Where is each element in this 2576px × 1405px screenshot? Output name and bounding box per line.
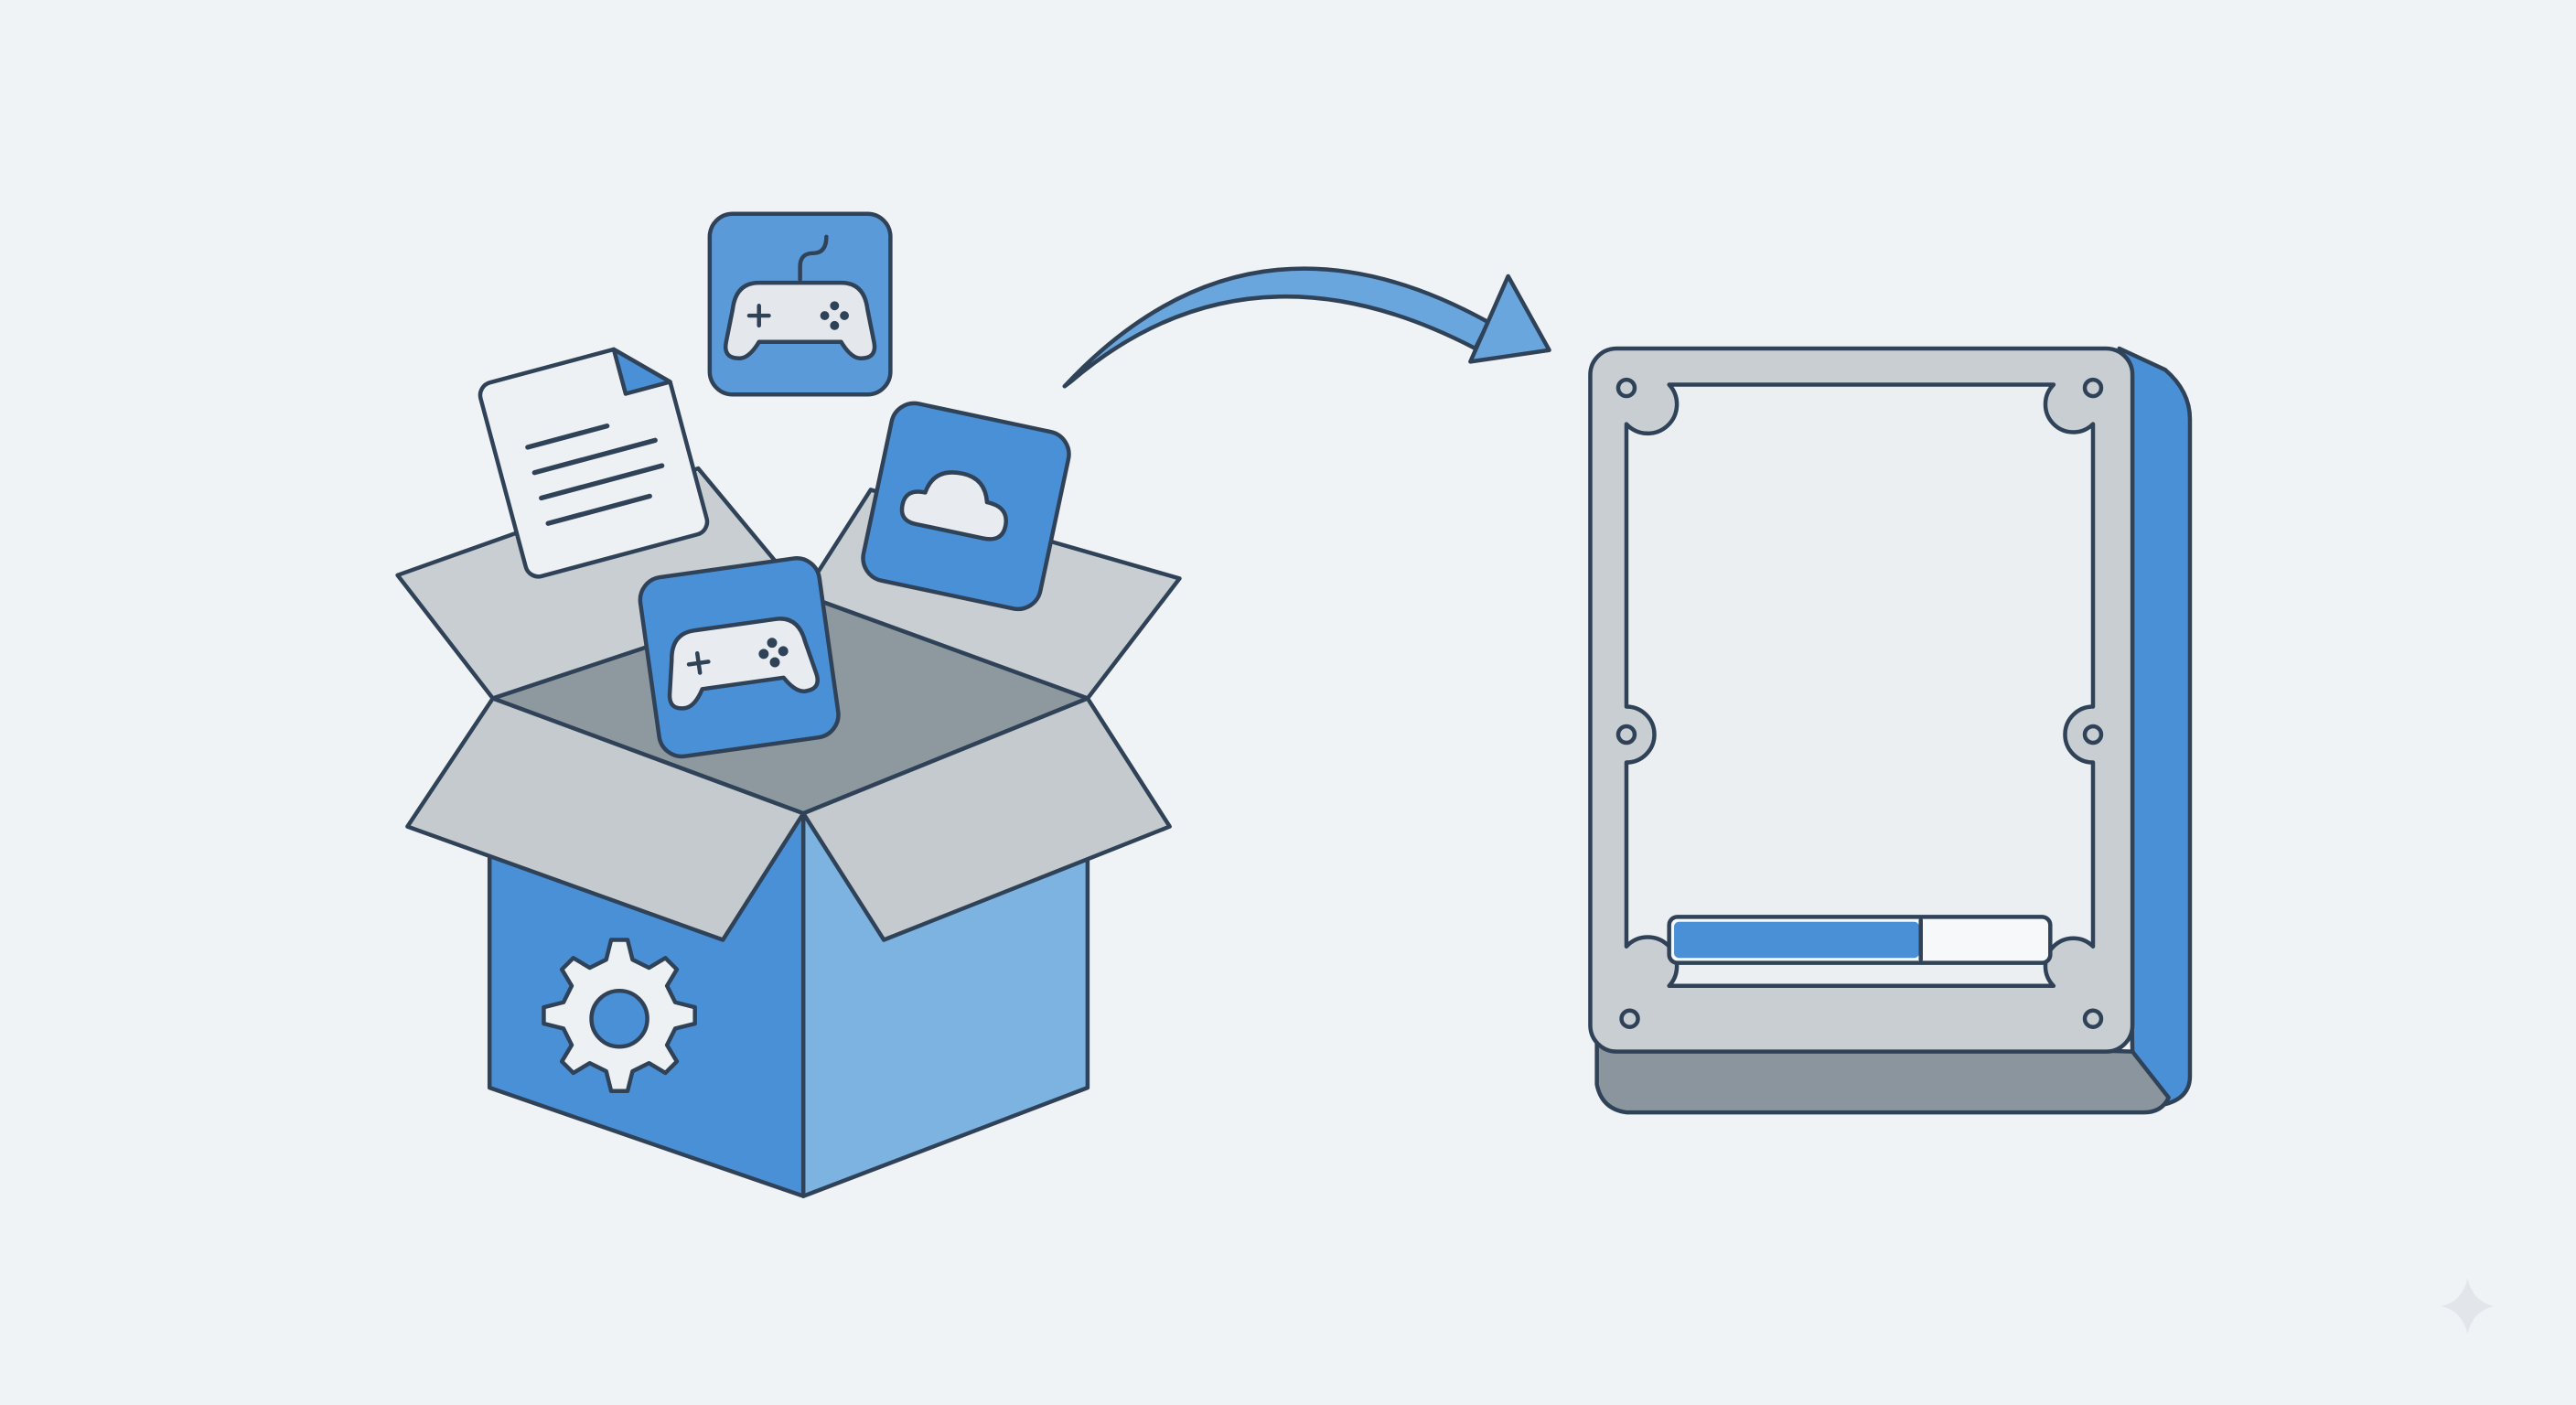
- drive-side: [2117, 346, 2193, 1107]
- gear-icon: [542, 938, 697, 1093]
- drive-progress-fill: [1674, 921, 1919, 959]
- drive-icon: [1588, 346, 2193, 1115]
- gamepad-card-top: [707, 211, 893, 397]
- cloud-icon: [899, 470, 1008, 542]
- document-icon: [525, 423, 665, 526]
- document-card: [478, 347, 710, 579]
- arrow-icon: [1062, 266, 1551, 389]
- drive-panel: [1624, 382, 2096, 989]
- box-front-left-flap: [405, 696, 806, 942]
- drive-screws: [1615, 377, 2104, 1029]
- sparkle-icon: [2441, 1278, 2495, 1335]
- gamepad-card-box: [638, 556, 841, 759]
- drive-bottom: [1594, 1033, 2171, 1115]
- gamepad-icon: [667, 617, 820, 711]
- box-front-right-flap: [800, 696, 1172, 942]
- gamepad-icon: [723, 234, 877, 360]
- cloud-card: [861, 401, 1071, 612]
